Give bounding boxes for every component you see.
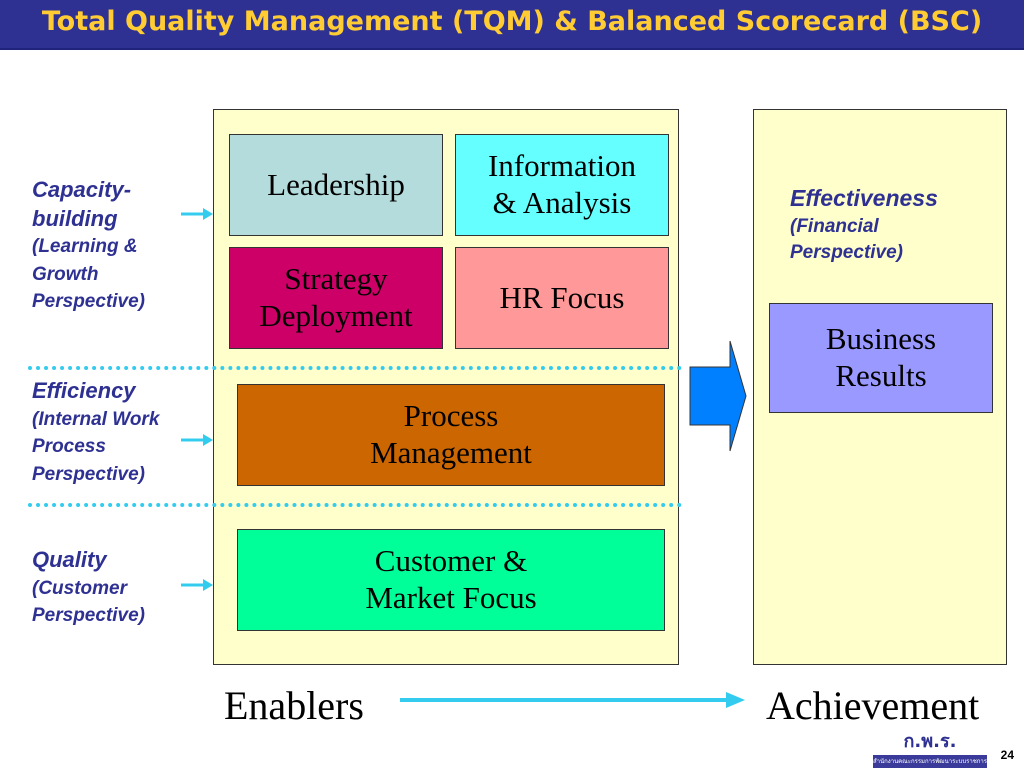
information-analysis-box: Information & Analysis [455, 134, 669, 236]
effectiveness-perspective: (Financial Perspective) [790, 215, 904, 263]
efficiency-perspective: (Internal Work Process Perspective) [32, 408, 160, 485]
efficiency-heading: Efficiency [32, 378, 136, 403]
hr-focus-box: HR Focus [455, 247, 669, 349]
process-management-box: Process Management [237, 384, 665, 486]
logo-text: ก.พ.ร. [873, 729, 987, 755]
strategy-deployment-box: Strategy Deployment [229, 247, 443, 349]
right-arrow-icon [181, 579, 213, 591]
logo-subtext: สำนักงานคณะกรรมการพัฒนาระบบราชการ [873, 758, 987, 765]
right-arrow-icon [181, 434, 213, 446]
quality-perspective: (Customer Perspective) [32, 577, 146, 627]
effectiveness-label: Effectiveness (Financial Perspective) [790, 184, 1000, 265]
separator-top [28, 366, 682, 370]
opdc-logo: ก.พ.ร. สำนักงานคณะกรรมการพัฒนาระบบราชการ [873, 729, 987, 768]
block-arrow-icon [689, 340, 747, 452]
separator-bottom [28, 503, 682, 507]
title-bar: Total Quality Management (TQM) & Balance… [0, 0, 1024, 50]
leadership-box: Leadership [229, 134, 443, 236]
page-number: 24 [1000, 748, 1014, 762]
capacity-building-label: Capacity- building (Learning & Growth Pe… [32, 176, 202, 316]
quality-label: Quality (Customer Perspective) [32, 546, 202, 630]
right-arrow-icon [181, 208, 213, 220]
capacity-building-heading: Capacity- building [32, 177, 132, 231]
business-results-box: Business Results [769, 303, 993, 413]
effectiveness-heading: Effectiveness [790, 185, 938, 211]
achievement-label: Achievement [766, 683, 980, 728]
customer-market-focus-box: Customer & Market Focus [237, 529, 665, 631]
efficiency-label: Efficiency (Internal Work Process Perspe… [32, 377, 207, 488]
capacity-building-perspective: (Learning & Growth Perspective) [32, 236, 146, 313]
quality-heading: Quality [32, 547, 107, 572]
right-arrow-icon [400, 692, 745, 708]
page-title: Total Quality Management (TQM) & Balance… [41, 6, 983, 37]
enablers-label: Enablers [224, 683, 364, 728]
